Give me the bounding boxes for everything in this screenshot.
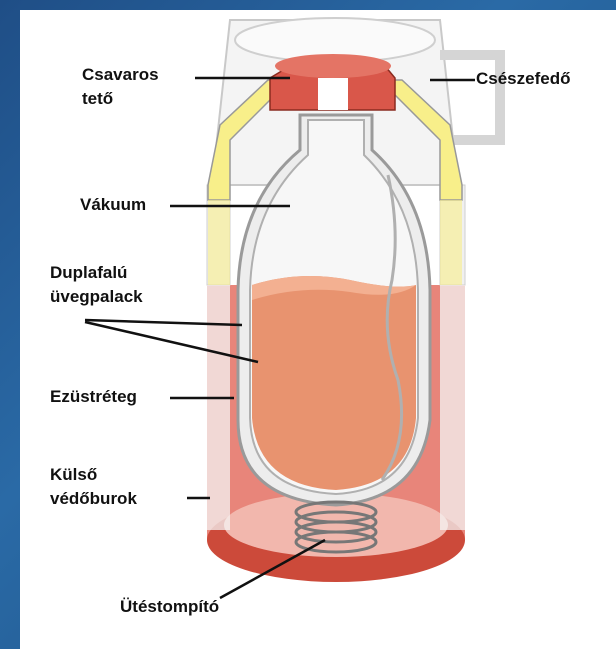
screw-cap: [270, 54, 395, 110]
label-screw-cap-line2: tető: [82, 88, 113, 110]
label-double-wall-line2: üvegpalack: [50, 286, 143, 308]
label-shock-absorber: Ütéstompító: [120, 596, 219, 618]
label-vacuum: Vákuum: [80, 194, 146, 216]
label-screw-cap-line1: Csavaros: [82, 64, 159, 86]
label-cup-lid: Csészefedő: [476, 68, 570, 90]
label-outer-cover-line2: védőburok: [50, 488, 137, 510]
label-outer-cover-line1: Külső: [50, 464, 97, 486]
label-silver-layer: Ezüstréteg: [50, 386, 137, 408]
label-double-wall-line1: Duplafalú: [50, 262, 127, 284]
